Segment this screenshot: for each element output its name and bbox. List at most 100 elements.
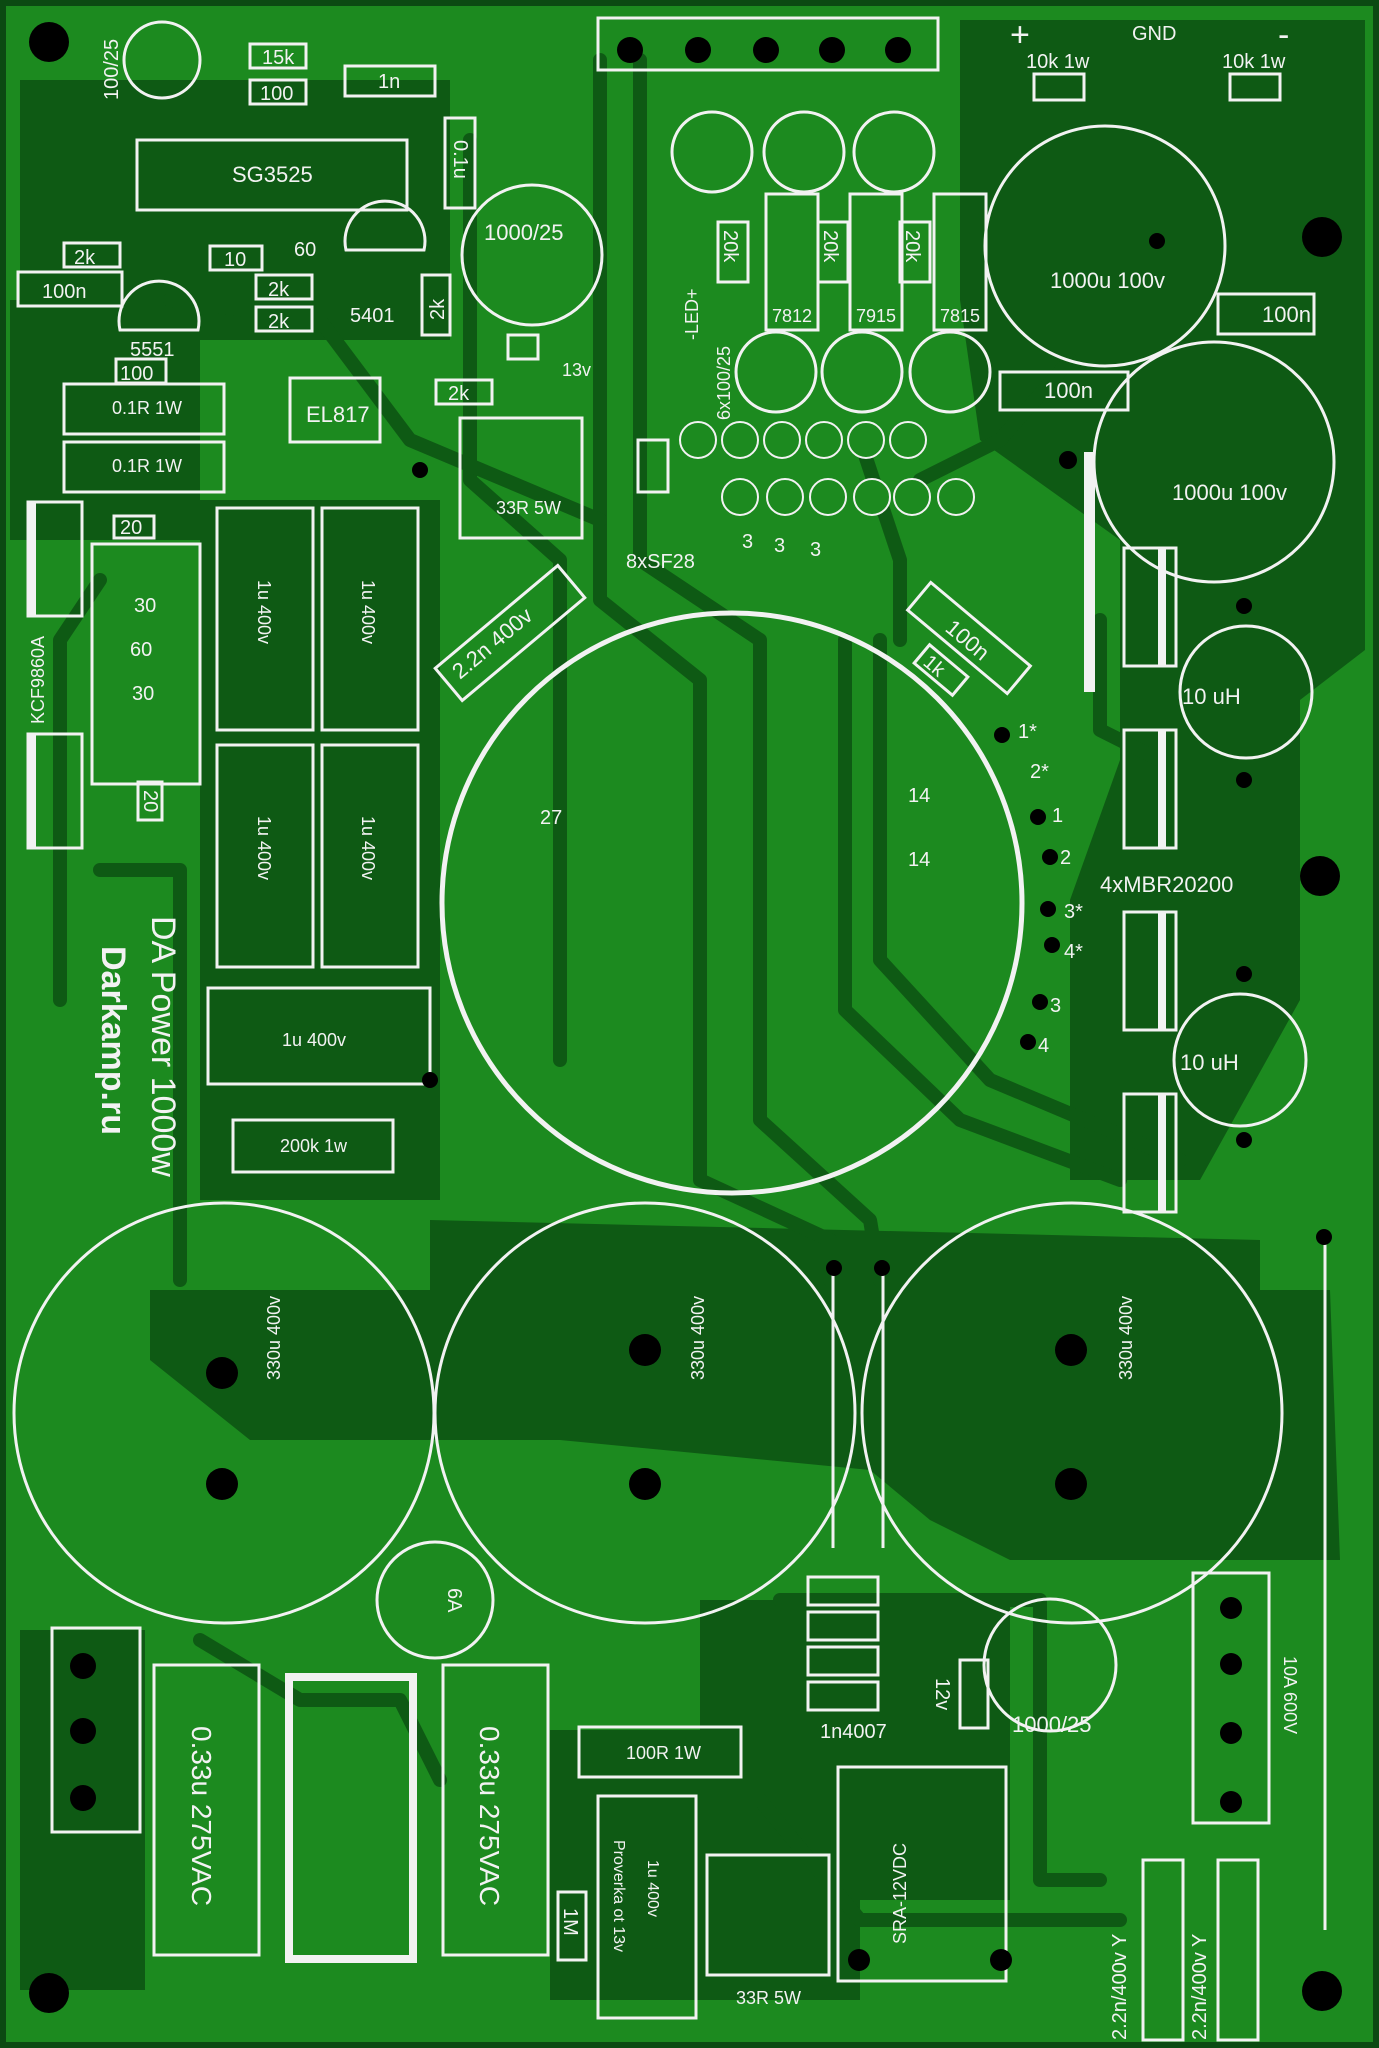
r-200k-body <box>231 1118 395 1174</box>
label-r-33r-bottom: 33R 5W <box>736 1988 801 2008</box>
label-r-10k-a: 10k 1w <box>1026 51 1090 73</box>
label-ind-10uh-a: 10 uH <box>1182 684 1241 709</box>
label-pin-2s: 2* <box>1030 761 1049 783</box>
label-diodes-8xsf28: 8xSF28 <box>626 551 695 573</box>
c-0-1u-body <box>443 116 477 210</box>
r-1m-body <box>556 1890 588 1962</box>
cap-6x-e-outline <box>820 330 904 414</box>
silk-bars <box>28 452 1166 1212</box>
reg-7915-body <box>848 192 904 332</box>
cap-1u400-c-body <box>215 743 315 969</box>
cap-6x-b-outline <box>762 110 846 194</box>
cap-1000-25-bottom-outline <box>982 1597 1118 1733</box>
d-1n4007-a-body <box>806 1575 880 1607</box>
c-1n-body <box>343 64 437 98</box>
cap-1u400-e-body <box>206 986 432 1086</box>
label-title: DA Power 1000w <box>144 916 182 1177</box>
label-r-2k-vert: 2k <box>427 298 449 320</box>
cap-6x-a-outline <box>670 110 754 194</box>
label-cap-1u400-b: 1u 400v <box>358 580 378 644</box>
label-cap-100-25: 100/25 <box>101 39 123 100</box>
sg3525-body <box>135 138 409 212</box>
label-cap-1u400-a: 1u 400v <box>254 580 274 644</box>
c-100n-right-body <box>1216 292 1316 336</box>
label-c-100n-mid: 100n <box>1044 378 1093 403</box>
r-33r-bottom-body <box>705 1853 831 1977</box>
label-bulk-330-a: 330u 400v <box>264 1296 284 1380</box>
snub-100n-body <box>905 580 1033 696</box>
label-r-2k-c: 2k <box>268 311 290 333</box>
r-20-bottom-body <box>136 780 164 822</box>
r-2k-c-body <box>254 305 314 333</box>
r-2k-b-body <box>254 273 314 301</box>
label-r-20-top: 20 <box>120 517 142 539</box>
mbr-a-body <box>1122 546 1178 668</box>
label-d-1n4007: 1n4007 <box>820 1721 887 1743</box>
label-diodes-mbr: 4xMBR20200 <box>1100 872 1233 897</box>
label-r-20k-b: 20k <box>819 230 841 263</box>
label-tr-sec-a: 14 <box>908 785 930 807</box>
x-cap-a-body <box>152 1663 261 1957</box>
label-r-15k: 15k <box>262 47 295 69</box>
z-12v-body <box>958 1658 990 1730</box>
label-c-1n: 1n <box>378 71 400 93</box>
label-gdt-30-a: 30 <box>134 595 156 617</box>
label-site: Darkamp.ru <box>94 946 132 1135</box>
label-reg-7915: 7915 <box>856 306 896 326</box>
fuse-6a-outline <box>375 1540 495 1660</box>
label-cap-1u400-c: 1u 400v <box>254 816 274 880</box>
line-filter-body <box>285 1673 417 1963</box>
label-gdt-30-b: 30 <box>132 683 154 705</box>
label-r-10k-b: 10k 1w <box>1222 51 1286 73</box>
c-100n-left-body <box>16 270 124 308</box>
label-sg3525: SG3525 <box>232 162 313 187</box>
label-cap-1u400-e: 1u 400v <box>282 1030 346 1050</box>
snub-1k-body <box>912 642 970 698</box>
r-100-top-body <box>248 78 308 106</box>
d-13v-body <box>506 333 540 361</box>
label-r-10: 10 <box>224 249 246 271</box>
r-10k-b-body <box>1228 72 1282 102</box>
label-cap-1u400-d: 1u 400v <box>358 816 378 880</box>
label-minus: - <box>1278 16 1289 54</box>
traces <box>53 53 1187 1927</box>
label-tr-sec-b: 14 <box>908 849 930 871</box>
label-relay: SRA-12VDC <box>890 1843 910 1944</box>
label-tr-primary: 27 <box>540 807 562 829</box>
label-reg-7815: 7815 <box>940 306 980 326</box>
label-caps-6x: 6x100/25 <box>714 346 734 420</box>
ind-10uh-a-outline <box>1178 624 1314 760</box>
pads <box>70 37 1332 1971</box>
r-2k-d-body <box>434 378 494 406</box>
label-r-01r-a: 0.1R 1W <box>112 398 182 418</box>
r-10k-a-body <box>1032 72 1086 102</box>
label-r-2k-a: 2k <box>74 247 96 269</box>
label-pin-4: 4 <box>1038 1035 1049 1057</box>
cap-2n2-body <box>433 563 587 703</box>
terminal-ac-body <box>50 1626 142 1834</box>
mount-hole-mr <box>1300 856 1340 896</box>
label-ind-10uh-b: 10 uH <box>1180 1050 1239 1075</box>
label-kcf: KCF9860A <box>28 636 48 724</box>
transformer-outline <box>439 610 1025 1196</box>
el817-body <box>288 376 382 444</box>
ic-5551-outline <box>117 279 201 332</box>
r-01r-b-body <box>62 440 226 494</box>
cap-6x-d-outline <box>734 330 818 414</box>
cap-1u400-f-body <box>596 1794 698 2020</box>
d-1n4007-b-body <box>806 1610 880 1642</box>
cap-1u400-b-body <box>320 506 420 732</box>
r-20k-a-body <box>716 220 750 284</box>
terminal-out-body <box>596 16 940 72</box>
mbr-d-body <box>1122 1092 1178 1214</box>
ind-10uh-b-outline <box>1172 992 1308 1128</box>
ic-5401-outline <box>343 199 427 252</box>
relay-body <box>836 1765 1008 1983</box>
label-c-100n-left: 100n <box>42 281 87 303</box>
label-r-200k: 200k 1w <box>280 1136 348 1156</box>
mount-hole-tr <box>1302 217 1342 257</box>
c-100n-mid-body <box>998 370 1130 412</box>
label-gnd: GND <box>1132 23 1176 45</box>
label-reg-7812: 7812 <box>772 306 812 326</box>
mount-hole-tl <box>29 22 69 62</box>
